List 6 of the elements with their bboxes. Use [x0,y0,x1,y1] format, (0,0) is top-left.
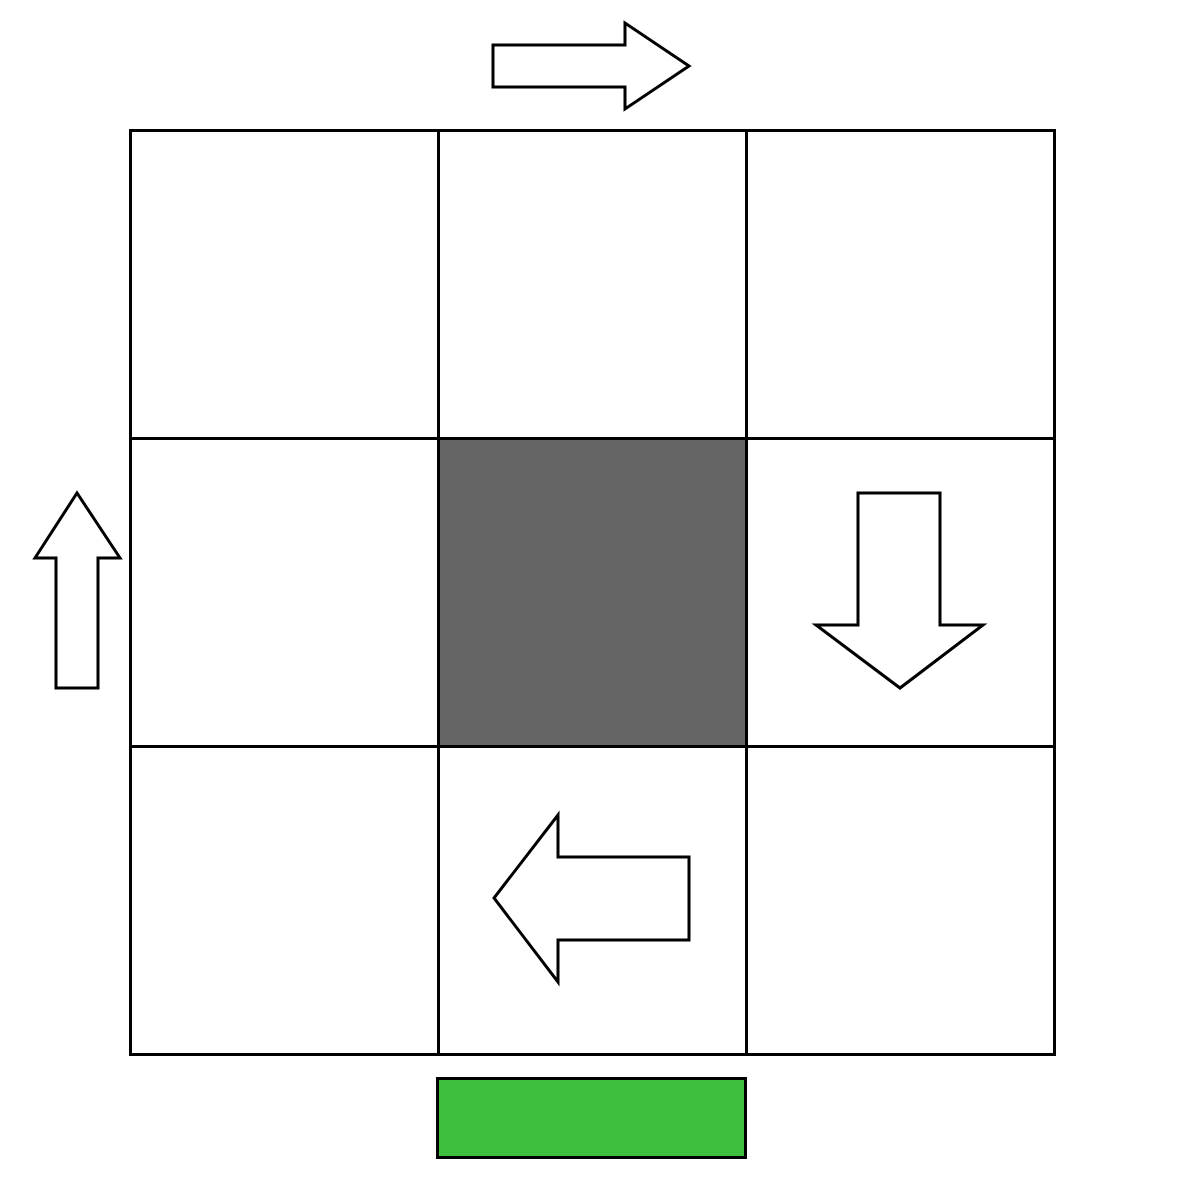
blocked-cell [437,437,748,748]
grid-cell [129,745,440,1056]
start-bar [436,1077,747,1159]
grid-cell [129,129,440,440]
grid-cell [745,129,1056,440]
grid-cell [745,745,1056,1056]
